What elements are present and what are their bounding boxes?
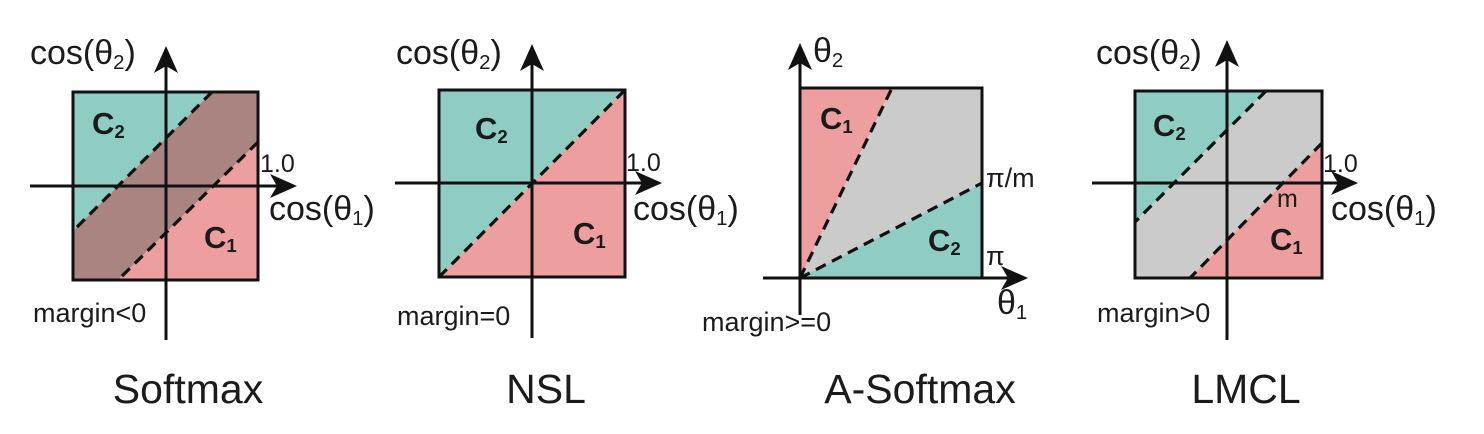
lmcl-lower-boundary-dashed-line [1188,141,1324,280]
label-sub: 1 [716,207,728,230]
a-softmax-x-axis-arrowhead-icon [1001,266,1028,290]
label-sub: 2 [1179,51,1191,74]
a-softmax-pi-label: π [986,241,1005,271]
label-sub: 1 [1414,207,1426,230]
a-softmax-x-axis-label: θ1 [997,284,1028,324]
label-sub: 2 [1175,123,1186,145]
lmcl-plot [1092,40,1358,340]
lmcl-class1-label: C1 [1270,222,1303,259]
lmcl-title: LMCL [1191,366,1301,412]
label-sub: 2 [113,51,125,74]
softmax-x-axis-arrowhead-icon [270,174,297,198]
lmcl-class2-label: C2 [1153,108,1186,145]
label-text: θ [997,284,1016,322]
a-softmax-y-axis-arrowhead-icon [788,43,812,70]
a-softmax-title: A-Softmax [824,366,1016,412]
softmax-x-axis-label: cos(θ1) [269,190,375,230]
label-sub: 1 [1292,237,1303,259]
softmax-lower-boundary-dashed-line [116,140,260,282]
label-sub: 2 [497,126,508,148]
label-sub: 1 [842,116,853,138]
label-text: ) [124,34,136,72]
label-text: ) [727,190,739,228]
nsl-y-axis-arrowhead-icon [520,44,544,71]
softmax-y-axis-label: cos(θ2) [30,34,136,74]
lmcl-x-axis-label: cos(θ1) [1331,190,1437,230]
label-text: cos(θ [396,34,480,72]
label-text: cos(θ [30,34,114,72]
nsl-class2-label: C2 [475,111,508,148]
nsl-class1-label: C1 [573,216,606,253]
lmcl-margin-width-label: m [1277,185,1298,213]
softmax-x-tick-label: 1.0 [260,150,295,178]
a-softmax-class1-label: C1 [820,101,853,138]
softmax-class2-label: C2 [92,106,125,143]
softmax-upper-boundary-dashed-line [71,90,214,233]
label-text: C [820,101,843,136]
nsl-y-axis-label: cos(θ2) [396,34,502,74]
softmax-margin-label: margin<0 [33,298,147,328]
label-text: ) [363,190,375,228]
a-softmax-margin-label: margin>=0 [702,307,832,337]
a-softmax-class2-label: C2 [928,223,961,260]
a-softmax-plot [763,43,1028,315]
softmax-class1-label: C1 [204,220,237,257]
nsl-margin-label: margin=0 [397,301,511,331]
nsl-x-tick-label: 1.0 [626,149,661,177]
label-text: cos(θ [1096,34,1180,72]
a-softmax-margin-region [800,88,982,278]
label-text: C [1153,108,1176,143]
a-softmax-pi-over-m-label: π/m [986,163,1035,193]
label-sub: 2 [479,51,491,74]
label-text: ) [490,34,502,72]
label-sub: 1 [226,235,237,257]
lmcl-y-axis-label: cos(θ2) [1096,34,1202,74]
lmcl-margin-label: margin>0 [1097,298,1211,328]
lmcl-x-tick-label: 1.0 [1323,150,1358,178]
label-text: C [1270,222,1293,257]
nsl-x-axis-label: cos(θ1) [633,190,739,230]
label-sub: 1 [352,207,364,230]
label-sub: 1 [595,231,606,253]
label-text: cos(θ [633,190,717,228]
a-softmax-y-axis-label: θ2 [813,32,844,72]
lmcl-upper-boundary-dashed-line [1133,89,1268,224]
nsl-plot [395,44,662,338]
label-text: cos(θ [269,190,353,228]
lmcl-y-axis-arrowhead-icon [1215,40,1239,67]
lmcl-x-axis-arrowhead-icon [1331,171,1358,195]
nsl-title: NSL [506,366,586,412]
label-text: ) [1190,34,1202,72]
softmax-plot [30,46,297,340]
label-text: C [928,223,951,258]
label-text: θ [813,32,832,70]
label-text: C [204,220,227,255]
label-text: cos(θ [1331,190,1415,228]
softmax-title: Softmax [112,366,264,412]
label-text: ) [1425,190,1437,228]
label-sub: 2 [831,49,844,72]
label-text: C [475,111,498,146]
softmax-y-axis-arrowhead-icon [154,46,178,73]
label-sub: 2 [114,121,125,143]
label-sub: 2 [950,238,961,260]
label-sub: 1 [1015,301,1028,324]
nsl-x-axis-arrowhead-icon [635,171,662,195]
label-text: C [573,216,596,251]
label-text: C [92,106,115,141]
a-softmax-shallow-boundary-dashed-line [799,181,983,280]
